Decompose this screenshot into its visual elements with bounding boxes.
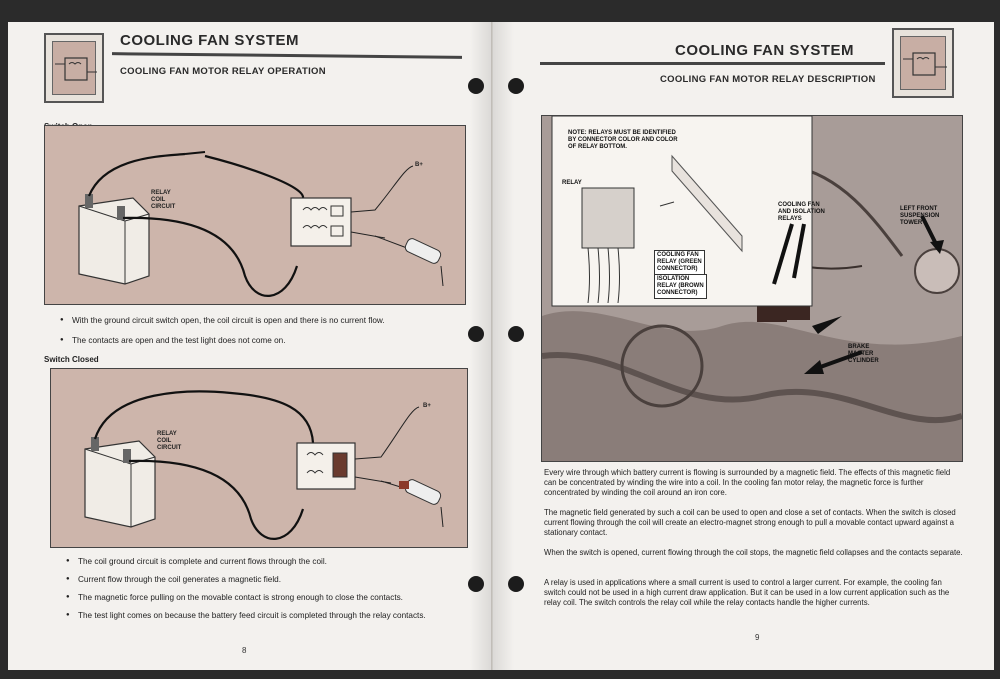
switch-closed-bullets: The coil ground circuit is complete and … bbox=[66, 557, 426, 631]
suspension-tower-callout: LEFT FRONT SUSPENSION TOWER bbox=[900, 206, 940, 226]
relay-callout: RELAY bbox=[562, 180, 582, 186]
switch-closed-label: Switch Closed bbox=[44, 355, 99, 364]
list-item: The coil ground circuit is complete and … bbox=[66, 557, 426, 566]
battery-icon bbox=[84, 437, 156, 528]
list-item: The test light comes on because the batt… bbox=[66, 611, 426, 620]
battery-icon bbox=[78, 194, 150, 285]
right-header-subtitle: COOLING FAN MOTOR RELAY DESCRIPTION bbox=[660, 74, 876, 85]
binder-hole bbox=[508, 576, 524, 592]
paragraph-switch-opened: When the switch is opened, current flowi… bbox=[544, 548, 963, 557]
switch-open-bullets: With the ground circuit switch open, the… bbox=[60, 316, 385, 356]
relay-emblem-icon bbox=[44, 33, 104, 103]
binder-hole bbox=[468, 78, 484, 94]
relay-note: NOTE: RELAYS MUST BE IDENTIFIED BY CONNE… bbox=[568, 130, 678, 150]
relay-emblem-icon bbox=[892, 28, 954, 98]
binder-hole bbox=[468, 326, 484, 342]
isolation-relay-callout: ISOLATION RELAY (BROWN CONNECTOR) bbox=[654, 274, 707, 299]
test-light-icon bbox=[374, 235, 444, 287]
binder-hole bbox=[468, 576, 484, 592]
binder-hole bbox=[508, 78, 524, 94]
relay-coil-circuit-label: RELAY COIL CIRCUIT bbox=[151, 190, 176, 210]
paragraph-magnetic-field: Every wire through which battery current… bbox=[544, 468, 951, 497]
paragraph-relay-application: A relay is used in applications where a … bbox=[544, 578, 950, 607]
page-number-right: 9 bbox=[755, 633, 760, 642]
brake-master-cylinder-callout: BRAKE MASTER CYLINDER bbox=[848, 344, 879, 364]
bplus-label: B+ bbox=[415, 162, 423, 168]
binder-hole bbox=[508, 326, 524, 342]
right-header-title: COOLING FAN SYSTEM bbox=[675, 42, 855, 59]
paragraph-contacts: The magnetic field generated by such a c… bbox=[544, 508, 956, 537]
left-header-subtitle: COOLING FAN MOTOR RELAY OPERATION bbox=[120, 66, 326, 77]
page-number-left: 8 bbox=[242, 646, 247, 655]
list-item: With the ground circuit switch open, the… bbox=[60, 316, 385, 325]
list-item: The magnetic force pulling on the movabl… bbox=[66, 593, 426, 602]
left-header-title: COOLING FAN SYSTEM bbox=[120, 32, 300, 49]
book-gutter bbox=[470, 22, 514, 670]
test-light-icon bbox=[380, 479, 444, 528]
list-item: The contacts are open and the test light… bbox=[60, 336, 385, 345]
bplus-label: B+ bbox=[423, 403, 431, 409]
switch-open-diagram: RELAY COIL CIRCUIT B+ bbox=[44, 125, 466, 305]
right-header-rule bbox=[540, 62, 885, 65]
relays-location-callout: COOLING FAN AND ISOLATION RELAYS bbox=[778, 202, 825, 222]
switch-closed-diagram: RELAY COIL CIRCUIT B+ bbox=[50, 368, 468, 548]
cooling-fan-relay-callout: COOLING FAN RELAY (GREEN CONNECTOR) bbox=[654, 250, 705, 275]
relay-coil-circuit-label: RELAY COIL CIRCUIT bbox=[157, 431, 182, 451]
list-item: Current flow through the coil generates … bbox=[66, 575, 426, 584]
engine-bay-illustration: NOTE: RELAYS MUST BE IDENTIFIED BY CONNE… bbox=[541, 115, 963, 462]
